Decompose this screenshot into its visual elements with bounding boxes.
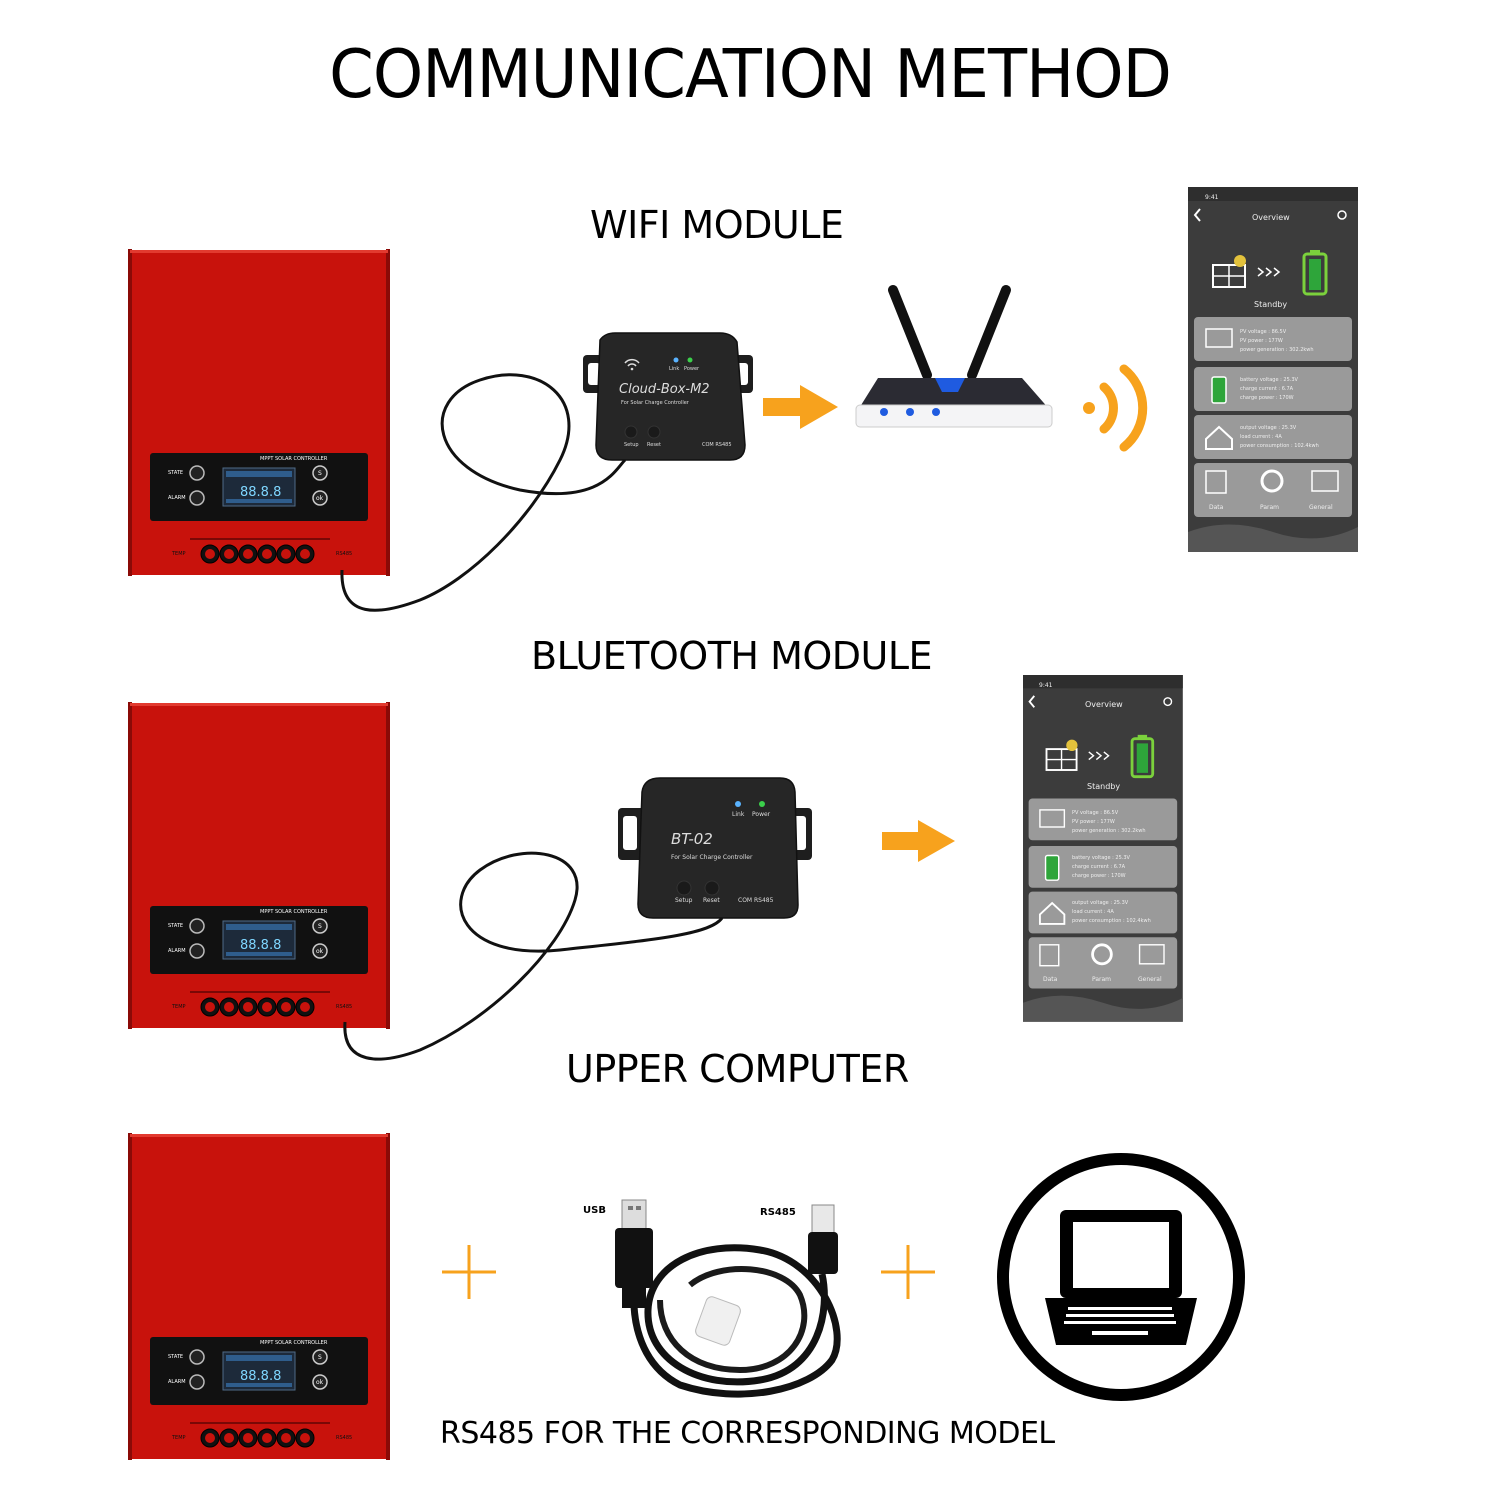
phone-wifi-card3-line1: output voltage : 25.3V bbox=[1240, 425, 1297, 431]
router-icon bbox=[855, 285, 1053, 428]
wifi-port-label: COM RS485 bbox=[702, 442, 732, 448]
phone-bt-card2-line3: charge power : 170W bbox=[1072, 873, 1126, 879]
phone-bt-card1-line1: PV voltage : 86.5V bbox=[1072, 810, 1119, 816]
phone-wifi-nav-data: Data bbox=[1209, 504, 1224, 511]
usb-rs485-cable bbox=[615, 1199, 841, 1398]
controller-bt-panel-title: MPPT SOLAR CONTROLLER bbox=[260, 909, 328, 915]
page-title: COMMUNICATION METHOD bbox=[329, 36, 1172, 114]
plus-icon bbox=[442, 1245, 496, 1299]
controller-up-state-label: STATE bbox=[168, 1354, 183, 1360]
controller-bt-ok-button: ok bbox=[316, 948, 324, 955]
controller-panel-title: MPPT SOLAR CONTROLLER bbox=[260, 456, 328, 462]
arrow-right-icon bbox=[882, 820, 955, 862]
cloud-box-m2-module bbox=[583, 332, 753, 461]
usb-label: USB bbox=[583, 1205, 606, 1216]
controller-ok-button: ok bbox=[316, 495, 324, 502]
controller-up-panel-title: MPPT SOLAR CONTROLLER bbox=[260, 1340, 328, 1346]
phone-bt-time: 9:41 bbox=[1039, 682, 1053, 689]
controller-s-button: S bbox=[318, 470, 322, 477]
wifi-module-subtitle: For Solar Charge Controller bbox=[621, 400, 690, 406]
bt-led-link: Link bbox=[732, 811, 745, 818]
phone-bt-card3-line3: power consumption : 102.4kwh bbox=[1072, 918, 1151, 924]
phone-wifi-card3-line2: load current : 4A bbox=[1240, 434, 1282, 440]
wifi-cable bbox=[340, 373, 627, 612]
phone-bt-nav-general: General bbox=[1138, 976, 1162, 983]
wifi-led-link: Link bbox=[669, 366, 679, 372]
phone-app-wifi bbox=[1186, 185, 1360, 554]
laptop-icon bbox=[997, 1153, 1245, 1401]
phone-bt-card3-line1: output voltage : 25.3V bbox=[1072, 900, 1129, 906]
wifi-module-title: WIFI MODULE bbox=[590, 203, 844, 247]
phone-app-bluetooth bbox=[1021, 673, 1185, 1024]
controller-bt-rs485-label: RS485 bbox=[336, 1004, 352, 1010]
bt-port-label: COM RS485 bbox=[738, 897, 774, 904]
phone-wifi-card2-line1: battery voltage : 25.3V bbox=[1240, 377, 1299, 383]
phone-wifi-card3-line3: power consumption : 102.4kwh bbox=[1240, 443, 1319, 449]
controller-bt-lcd: 88.8.8 bbox=[240, 938, 281, 953]
phone-wifi-card2-line3: charge power : 170W bbox=[1240, 395, 1294, 401]
controller-up-temp-label: TEMP bbox=[171, 1435, 186, 1441]
controller-alarm-label: ALARM bbox=[168, 495, 186, 501]
controller-bt-alarm-label: ALARM bbox=[168, 948, 186, 954]
phone-wifi-card1-line1: PV voltage : 86.5V bbox=[1240, 329, 1287, 335]
wifi-reset-label: Reset bbox=[647, 442, 661, 448]
phone-wifi-header: Overview bbox=[1252, 213, 1290, 222]
controller-up-s-button: S bbox=[318, 1354, 322, 1361]
phone-bt-card2-line2: charge current : 6.7A bbox=[1072, 864, 1126, 870]
bluetooth-module-title: BLUETOOTH MODULE bbox=[531, 634, 933, 678]
wireless-signal-icon bbox=[1083, 364, 1148, 452]
upper-computer-title: UPPER COMPUTER bbox=[566, 1047, 909, 1091]
controller-up-ok-button: ok bbox=[316, 1379, 324, 1386]
controller-up-rs485-label: RS485 bbox=[336, 1435, 352, 1441]
controller-wifi bbox=[127, 248, 391, 577]
controller-upper bbox=[127, 1132, 391, 1461]
phone-wifi-time: 9:41 bbox=[1205, 194, 1219, 201]
phone-wifi-status: Standby bbox=[1254, 300, 1287, 309]
phone-bt-card1-line2: PV power : 177W bbox=[1072, 819, 1115, 825]
bt-module-subtitle: For Solar Charge Controller bbox=[671, 854, 753, 861]
controller-rs485-label: RS485 bbox=[336, 551, 352, 557]
phone-bt-card2-line1: battery voltage : 25.3V bbox=[1072, 855, 1131, 861]
bt-led-power: Power bbox=[752, 811, 771, 818]
arrow-right-icon bbox=[763, 385, 838, 429]
controller-lcd: 88.8.8 bbox=[240, 485, 281, 500]
phone-bt-nav-param: Param bbox=[1092, 976, 1111, 983]
rs485-label: RS485 bbox=[760, 1207, 796, 1218]
wifi-module-name: Cloud-Box-M2 bbox=[619, 382, 710, 397]
bluetooth-cable bbox=[343, 851, 724, 1061]
bt-02-module bbox=[618, 777, 812, 919]
controller-state-label: STATE bbox=[168, 470, 183, 476]
phone-wifi-card2-line2: charge current : 6.7A bbox=[1240, 386, 1294, 392]
phone-wifi-nav-param: Param bbox=[1260, 504, 1279, 511]
wifi-led-power: Power bbox=[684, 366, 700, 372]
phone-bt-status: Standby bbox=[1087, 782, 1120, 791]
phone-wifi-card1-line2: PV power : 177W bbox=[1240, 338, 1283, 344]
plus-icon bbox=[881, 1245, 935, 1299]
controller-bt-state-label: STATE bbox=[168, 923, 183, 929]
controller-bt-s-button: S bbox=[318, 923, 322, 930]
controller-bluetooth bbox=[127, 701, 391, 1030]
wifi-setup-label: Setup bbox=[624, 442, 639, 448]
bt-module-name: BT-02 bbox=[671, 830, 713, 848]
phone-bt-card1-line3: power generation : 302.2kwh bbox=[1072, 828, 1146, 834]
phone-bt-card3-line2: load current : 4A bbox=[1072, 909, 1114, 915]
rs485-footnote: RS485 FOR THE CORRESPONDING MODEL bbox=[440, 1416, 1055, 1451]
controller-up-lcd: 88.8.8 bbox=[240, 1369, 281, 1384]
bt-setup-label: Setup bbox=[675, 897, 693, 904]
controller-temp-label: TEMP bbox=[171, 551, 186, 557]
bt-reset-label: Reset bbox=[703, 897, 720, 904]
controller-up-alarm-label: ALARM bbox=[168, 1379, 186, 1385]
phone-wifi-card1-line3: power generation : 302.2kwh bbox=[1240, 347, 1314, 353]
controller-bt-temp-label: TEMP bbox=[171, 1004, 186, 1010]
phone-wifi-nav-general: General bbox=[1309, 504, 1333, 511]
phone-bt-nav-data: Data bbox=[1043, 976, 1058, 983]
phone-bt-header: Overview bbox=[1085, 700, 1123, 709]
